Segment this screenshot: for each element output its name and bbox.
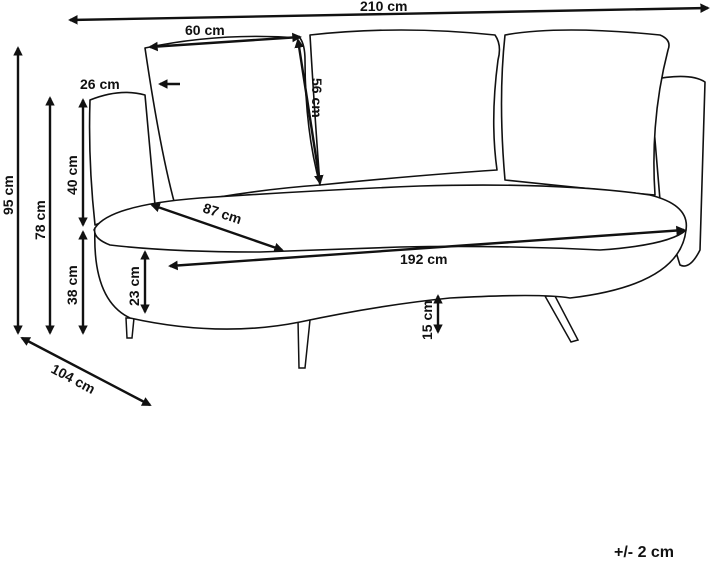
- leg-left: [125, 317, 135, 339]
- label-leg-height: 15 cm: [419, 300, 435, 340]
- label-total-height: 95 cm: [0, 175, 16, 215]
- label-seat-width: 192 cm: [400, 251, 447, 267]
- leg-front: [297, 319, 311, 369]
- cushion-left: [144, 35, 321, 206]
- sofa-outline: [88, 29, 706, 369]
- label-back-height: 78 cm: [32, 200, 48, 240]
- label-total-width: 210 cm: [360, 0, 407, 14]
- leg-right: [543, 295, 580, 343]
- tolerance-note: +/- 2 cm: [614, 544, 674, 561]
- label-cushion-width: 60 cm: [185, 22, 225, 38]
- label-seat-height: 38 cm: [64, 265, 80, 305]
- label-base-height: 23 cm: [126, 266, 142, 306]
- dimension-lines: [13, 3, 710, 407]
- label-cushion-height: 56 cm: [309, 78, 325, 118]
- label-backrest-height: 40 cm: [64, 155, 80, 195]
- label-armrest-width: 26 cm: [80, 76, 120, 92]
- cushion-middle: [309, 29, 501, 186]
- cushion-right: [500, 29, 670, 196]
